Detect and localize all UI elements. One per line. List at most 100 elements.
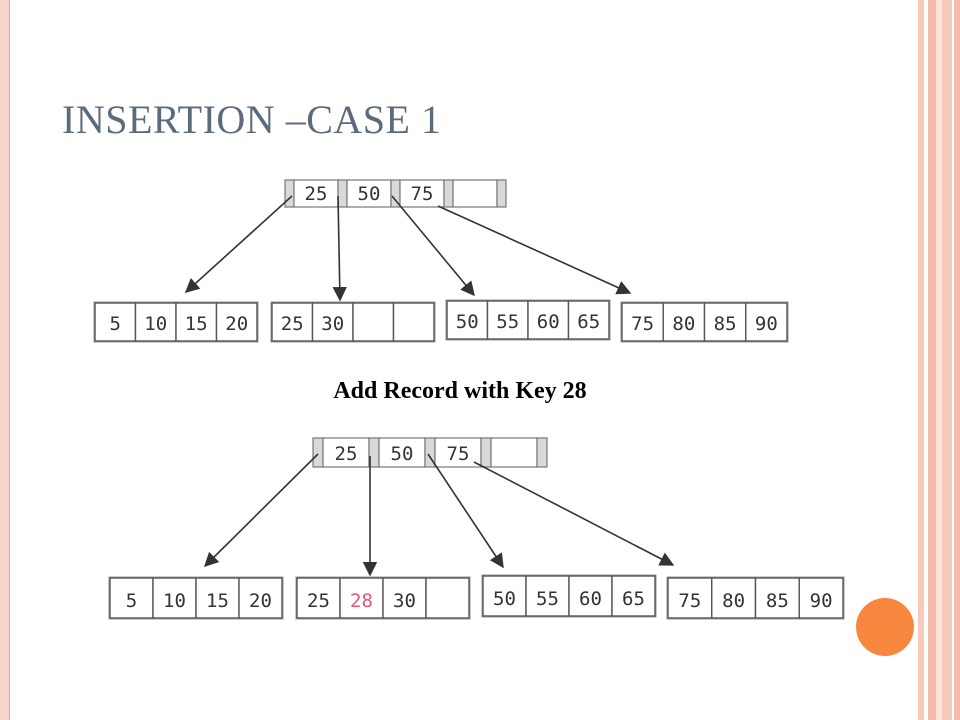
after-leaf-key-cell: [667, 577, 713, 619]
before-leaf-node: 50 55 60 65: [445, 299, 611, 341]
after-leaf-key-cell: [754, 577, 800, 619]
after-leaf-key-label: 50: [493, 588, 516, 610]
after-root-key-cell: [490, 437, 538, 468]
after-leaf-key-label: 75: [678, 590, 701, 612]
before-leaf-key-cell: [215, 302, 258, 342]
before-leaf-key-cell: [745, 302, 788, 342]
after-root-key-cell: [378, 437, 426, 468]
before-leaf-key-label: 20: [225, 313, 248, 335]
before-pointer-arrow: [184, 195, 293, 293]
decorative-circle: [856, 598, 914, 656]
before-leaf-node: 75 80 85 90: [620, 301, 789, 343]
after-leaf-key-label: 85: [766, 590, 789, 612]
before-leaf-key-cell: [392, 302, 435, 342]
before-pointer-arrow: [332, 195, 347, 302]
before-root-key-cell: [346, 179, 392, 208]
before-leaf-key-cell: [311, 302, 354, 342]
before-leaf-key-label: 25: [281, 313, 304, 335]
before-leaf-key-cell: [352, 302, 395, 342]
before-leaf-key-cell: [703, 302, 747, 342]
before-root-key-cell: [399, 179, 445, 208]
before-leaf-key-label: 75: [631, 313, 654, 335]
before-root-pointer-slot: [337, 179, 348, 208]
after-leaf-outline: [295, 576, 471, 620]
before-leaf-outline: [620, 301, 789, 343]
before-leaf-key-label: 50: [456, 311, 479, 333]
after-root-key-label: 25: [335, 443, 358, 465]
before-root-pointer-slot: [496, 179, 507, 208]
page-title: INSERTION –CASE 1: [62, 97, 442, 142]
before-leaf-key-label: 80: [672, 313, 695, 335]
after-leaf-key-label: 5: [126, 590, 137, 612]
after-leaf-node: 75 80 85 90: [666, 576, 845, 620]
slide-left-border: [0, 0, 10, 720]
before-leaf-outline: [445, 299, 611, 341]
after-leaf-key-cell: [152, 577, 197, 619]
after-root-key-label: 75: [447, 443, 470, 465]
after-root-key-cell: [322, 437, 370, 468]
before-leaf-key-label: 65: [577, 311, 600, 333]
after-leaf-key-label: 90: [810, 590, 833, 612]
after-inserted-key-label: 28: [350, 590, 373, 612]
before-leaf-key-cell: [567, 300, 610, 340]
before-root-node: 25 50 75: [284, 179, 507, 208]
after-leaf-key-cell: [238, 577, 283, 619]
before-pointer-arrow: [437, 205, 632, 295]
after-leaf-key-cell: [525, 575, 570, 617]
after-leaf-key-label: 20: [249, 590, 272, 612]
before-pointer-arrow: [391, 195, 475, 297]
before-leaf-key-label: 5: [110, 313, 121, 335]
after-leaf-key-cell: [296, 577, 341, 619]
before-leaf-key-label: 30: [321, 313, 344, 335]
before-root-key-cell: [452, 179, 498, 208]
after-leaf-key-label: 30: [393, 590, 416, 612]
after-pointer-arrow: [473, 461, 675, 566]
after-leaf-key-cell: [568, 575, 613, 617]
before-root-key-label: 50: [358, 183, 381, 205]
after-leaf-key-cell: [195, 577, 240, 619]
after-leaf-outline: [481, 574, 657, 618]
before-root-key-label: 25: [305, 183, 328, 205]
after-leaf-node: 25 28 30: [295, 576, 471, 620]
before-leaf-outline: [93, 301, 259, 343]
before-leaf-key-label: 85: [714, 313, 737, 335]
after-root-node: 25 50 75: [312, 437, 548, 468]
before-leaf-key-label: 10: [144, 313, 167, 335]
before-root-key-label: 75: [411, 183, 434, 205]
before-leaf-outline: [270, 301, 436, 343]
after-root-pointer-slot: [480, 437, 492, 468]
diagram-caption: Add Record with Key 28: [333, 378, 587, 404]
after-leaf-key-label: 25: [307, 590, 330, 612]
after-leaf-key-cell: [611, 575, 656, 617]
after-root-pointer-slot: [312, 437, 324, 468]
before-leaf-key-label: 55: [496, 311, 519, 333]
after-leaf-key-label: 55: [536, 588, 559, 610]
after-root-key-label: 50: [391, 443, 414, 465]
before-leaf-key-label: 90: [755, 313, 778, 335]
after-leaf-node: 5 10 15 20: [108, 576, 284, 620]
after-leaf-key-label: 10: [163, 590, 186, 612]
after-leaf-key-label: 80: [722, 590, 745, 612]
after-leaf-key-label: 65: [622, 588, 645, 610]
before-root-pointer-slot: [443, 179, 454, 208]
before-leaf-key-cell: [486, 300, 529, 340]
after-leaf-key-cell: [482, 575, 527, 617]
after-leaf-key-cell: [798, 577, 844, 619]
after-root-pointer-slot: [536, 437, 548, 468]
after-pointer-arrow: [427, 453, 504, 569]
before-leaf-node: 25 30: [270, 301, 436, 343]
before-root-pointer-slot: [284, 179, 295, 208]
before-leaf-key-label: 60: [537, 311, 560, 333]
before-leaf-key-cell: [527, 300, 570, 340]
after-leaf-key-label: 15: [206, 590, 229, 612]
after-leaf-key-cell: [382, 577, 427, 619]
after-leaf-key-cell: [425, 577, 470, 619]
before-leaf-key-cell: [621, 302, 664, 342]
after-leaf-outline: [666, 576, 845, 620]
after-pointer-arrow: [203, 453, 319, 568]
before-leaf-key-cell: [446, 300, 489, 340]
